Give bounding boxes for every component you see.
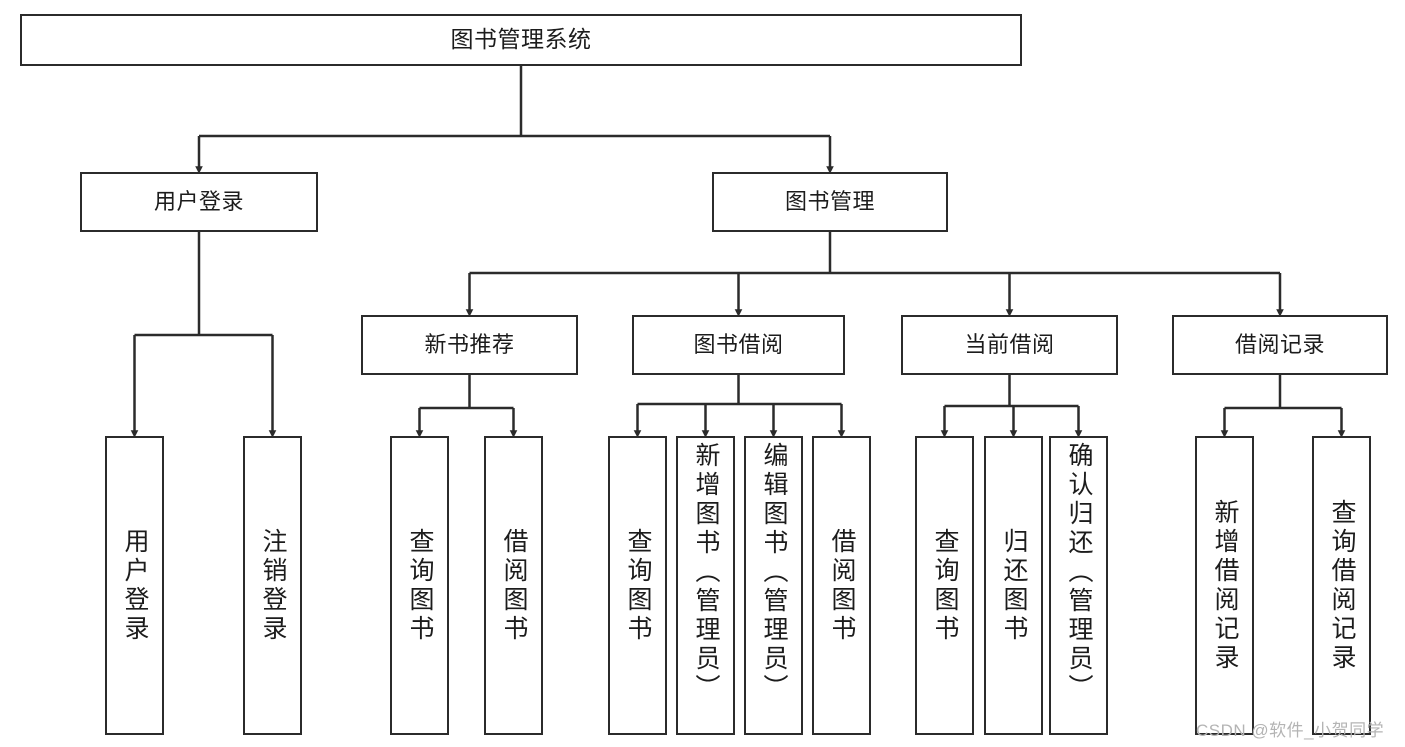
node-label: 查询借阅记录 — [1328, 498, 1356, 673]
node-label: 用户登录 — [153, 188, 244, 214]
node-leaf-cur-2[interactable]: 归还图书 — [984, 436, 1043, 735]
node-leaf-cur-3[interactable]: 确认归还（管理员） — [1049, 436, 1108, 735]
node-leaf-new-1[interactable]: 查询图书 — [390, 436, 449, 735]
node-borrow[interactable]: 图书借阅 — [632, 315, 845, 375]
node-newbooks[interactable]: 新书推荐 — [361, 315, 578, 375]
node-label: 图书借阅 — [693, 331, 784, 357]
node-leaf-borrow-2[interactable]: 新增图书（管理员） — [676, 436, 735, 735]
node-leaf-rec-1[interactable]: 新增借阅记录 — [1195, 436, 1254, 735]
node-leaf-new-2[interactable]: 借阅图书 — [484, 436, 543, 735]
node-label: 借阅图书 — [828, 527, 856, 644]
node-label: 用户登录 — [121, 527, 149, 644]
node-leaf-rec-2[interactable]: 查询借阅记录 — [1312, 436, 1371, 735]
node-label: 新增借阅记录 — [1211, 498, 1239, 673]
node-label: 归还图书 — [1000, 527, 1028, 644]
node-records[interactable]: 借阅记录 — [1172, 315, 1388, 375]
node-leaf-borrow-4[interactable]: 借阅图书 — [812, 436, 871, 735]
node-label: 查询图书 — [406, 527, 434, 644]
node-label: 新增图书（管理员） — [692, 442, 720, 703]
node-label: 查询图书 — [931, 527, 959, 644]
node-current[interactable]: 当前借阅 — [901, 315, 1118, 375]
node-bookmgmt[interactable]: 图书管理 — [712, 172, 948, 232]
node-login[interactable]: 用户登录 — [80, 172, 318, 232]
node-leaf-cur-1[interactable]: 查询图书 — [915, 436, 974, 735]
node-label: 新书推荐 — [424, 331, 515, 357]
node-label: 当前借阅 — [964, 331, 1055, 357]
node-label: 借阅记录 — [1234, 331, 1325, 357]
node-leaf-login-1[interactable]: 用户登录 — [105, 436, 164, 735]
node-root[interactable]: 图书管理系统 — [20, 14, 1022, 66]
node-label: 图书管理 — [784, 188, 875, 214]
node-leaf-login-2[interactable]: 注销登录 — [243, 436, 302, 735]
node-leaf-borrow-1[interactable]: 查询图书 — [608, 436, 667, 735]
node-leaf-borrow-3[interactable]: 编辑图书（管理员） — [744, 436, 803, 735]
node-label: 编辑图书（管理员） — [760, 442, 788, 703]
node-label: 注销登录 — [259, 527, 287, 644]
node-label: 借阅图书 — [500, 527, 528, 644]
node-label: 确认归还（管理员） — [1065, 442, 1093, 703]
node-label: 查询图书 — [624, 527, 652, 644]
node-label: 图书管理系统 — [450, 26, 592, 53]
csdn-watermark: CSDN @软件_小贺同学 — [1196, 721, 1385, 740]
